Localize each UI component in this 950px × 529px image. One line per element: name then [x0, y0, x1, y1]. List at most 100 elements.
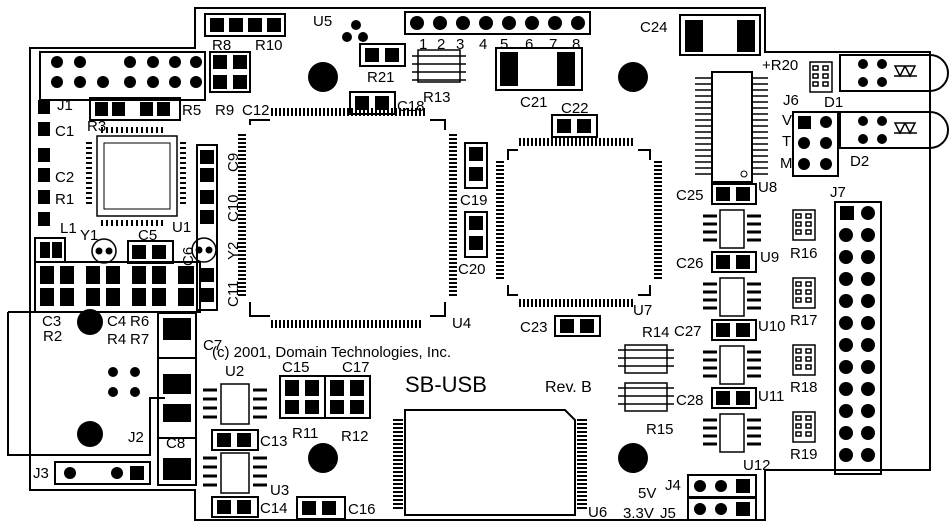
- pin-number: 3: [456, 36, 464, 53]
- c21-pads: [495, 47, 583, 91]
- r14-array: [618, 344, 674, 374]
- pin-number: 4: [479, 36, 487, 53]
- copyright-text: (c) 2001, Domain Technologies, Inc.: [212, 344, 451, 361]
- label-r6: R6: [130, 313, 149, 330]
- label-c11: C11: [225, 281, 242, 307]
- j6-connector: [792, 111, 839, 177]
- board-title: SB-USB: [405, 372, 487, 397]
- label-j3: J3: [33, 465, 49, 482]
- j2-connector: [77, 309, 140, 447]
- label-c8: C8: [166, 435, 185, 452]
- label-u3: U3: [270, 482, 289, 499]
- label-c20: C20: [458, 261, 486, 278]
- label-r5: R5: [182, 102, 201, 119]
- label-u9: U9: [760, 249, 779, 266]
- c25-pads: [711, 183, 757, 205]
- label-c2: C2: [55, 169, 74, 186]
- u1-chip: [86, 127, 186, 226]
- label-y2: Y2: [225, 242, 242, 260]
- label-c24: C24: [640, 19, 668, 36]
- label-j6: J6: [783, 92, 799, 109]
- label-r1: R1: [55, 191, 74, 208]
- pin-number: 7: [549, 36, 557, 53]
- label-v: V: [782, 112, 792, 129]
- label-j4: J4: [665, 477, 681, 494]
- label-c21: C21: [520, 94, 548, 111]
- u2-chip: [203, 383, 267, 451]
- left-passives: [38, 100, 50, 226]
- label-c26: C26: [676, 255, 704, 272]
- label-c5: C5: [138, 227, 157, 244]
- label-c13: C13: [260, 433, 288, 450]
- label-u8: U8: [758, 179, 777, 196]
- label-c16: C16: [348, 501, 376, 518]
- label-c15: C15: [282, 359, 310, 376]
- c27-pads: [711, 319, 757, 341]
- label-j5: J5: [660, 505, 676, 522]
- label-u12: U12: [743, 457, 771, 474]
- label-c23: C23: [520, 319, 548, 336]
- label-l1: L1: [60, 220, 77, 237]
- r21-pads: [359, 43, 406, 67]
- label-r4: R4: [107, 331, 126, 348]
- u3-chip: [203, 452, 267, 518]
- label-j1: J1: [57, 97, 73, 114]
- mounting-holes: [308, 62, 648, 473]
- label-c19: C19: [460, 192, 488, 209]
- label-y1: Y1: [80, 227, 98, 244]
- label-c9: C9: [225, 153, 242, 172]
- j7-connector: [834, 201, 882, 475]
- label-t: T: [782, 133, 791, 150]
- label-u11: U11: [758, 388, 784, 405]
- label-u6: U6: [588, 504, 607, 521]
- c28-pads: [711, 387, 757, 409]
- power-5v-label: 5V: [638, 485, 656, 502]
- u5-dots: [342, 20, 368, 42]
- led-d1: [839, 54, 949, 92]
- label-c1: C1: [55, 123, 74, 140]
- u9-chip: [703, 209, 761, 249]
- r8-r10-pads: [204, 13, 286, 37]
- label-r19: R19: [790, 446, 818, 463]
- header-8pin: [404, 11, 591, 35]
- label-c17: C17: [342, 359, 370, 376]
- label-d2: D2: [850, 153, 869, 170]
- label-r13: R13: [423, 89, 451, 106]
- label-u10: U10: [758, 318, 786, 335]
- label-c7: C7: [203, 337, 222, 354]
- r16-r19-arrays: [792, 209, 816, 443]
- label-c27: C27: [674, 323, 702, 340]
- pin-number: 2: [437, 36, 445, 53]
- c7-c8-caps: [157, 312, 197, 486]
- label-r20: +R20: [762, 57, 798, 74]
- label-r8: R8: [212, 37, 231, 54]
- label-u4: U4: [452, 315, 471, 332]
- c9-c10-c11-pads: [196, 144, 218, 311]
- pin-number: 5: [500, 36, 508, 53]
- label-m: M: [780, 155, 793, 172]
- j1-connector: [51, 56, 202, 88]
- pin-number: 6: [525, 36, 533, 53]
- c24-pads: [679, 14, 761, 56]
- label-u1: U1: [172, 219, 191, 236]
- j4-j5-jumpers: [687, 474, 757, 521]
- r13-array: [412, 49, 466, 83]
- c19-c20-pads: [464, 142, 488, 258]
- label-r17: R17: [790, 312, 818, 329]
- left-pad-array: [34, 237, 201, 313]
- label-r11: R11: [292, 425, 318, 442]
- r20-array: [809, 61, 833, 93]
- u4-chip: [238, 108, 457, 328]
- label-c12: C12: [242, 102, 270, 119]
- led-d2: [839, 111, 949, 149]
- u7-chip: [496, 138, 662, 307]
- label-c3: C3: [42, 313, 61, 330]
- label-r15: R15: [646, 421, 674, 438]
- label-r2: R2: [43, 328, 62, 345]
- pin-number: 8: [572, 36, 580, 53]
- label-c4: C4: [107, 313, 126, 330]
- u8-chip: [695, 71, 768, 183]
- label-d1: D1: [824, 94, 843, 111]
- label-r9: R9: [215, 102, 234, 119]
